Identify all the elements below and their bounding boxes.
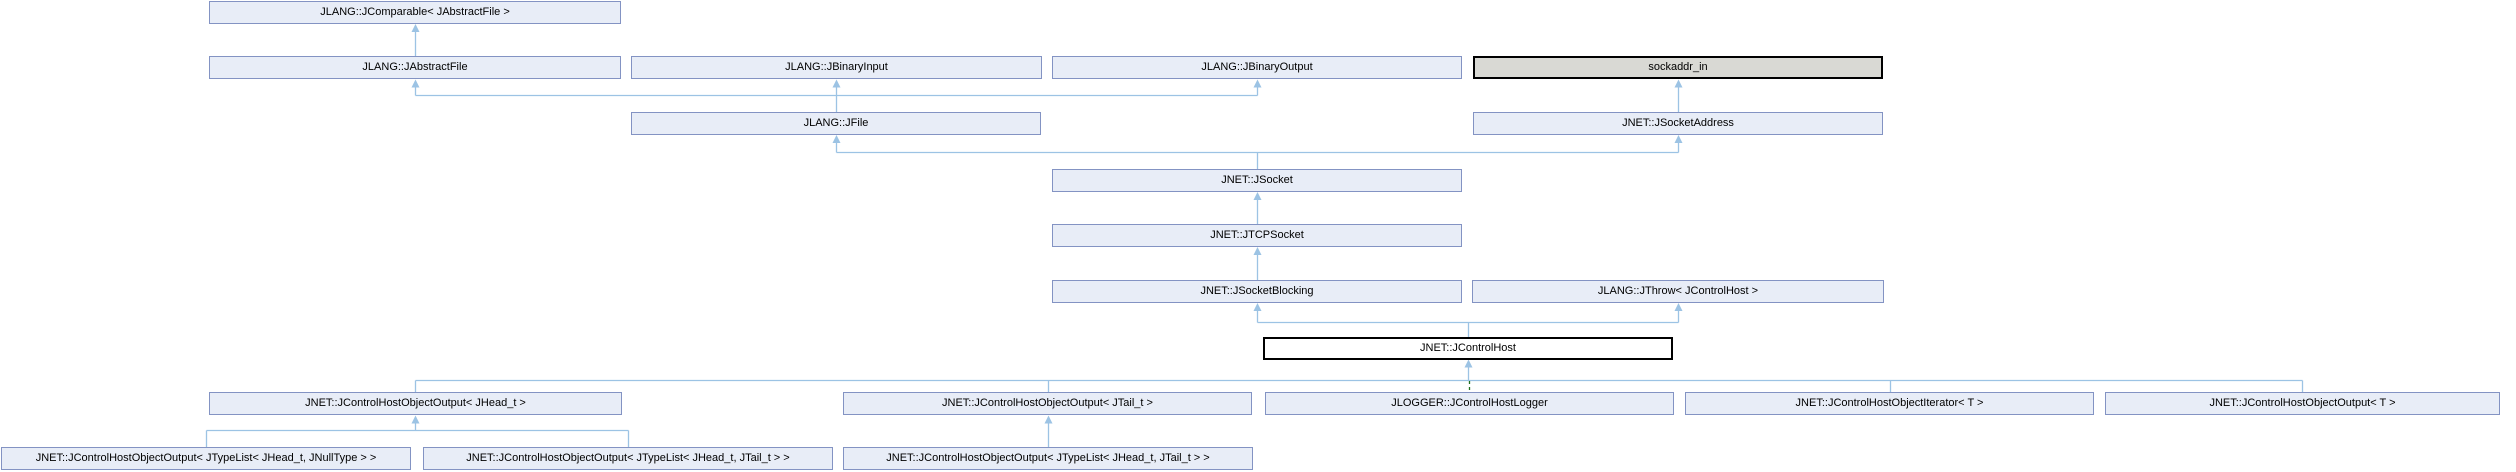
class-node-controlhostlogger[interactable]: JLOGGER::JControlHostLogger [1265,392,1674,415]
class-node-objectoutput-typelist-tail-a[interactable]: JNET::JControlHostObjectOutput< JTypeLis… [423,447,833,470]
class-node-jbinaryinput[interactable]: JLANG::JBinaryInput [631,56,1042,79]
class-node-objectiterator-t[interactable]: JNET::JControlHostObjectIterator< T > [1685,392,2094,415]
class-node-jsocketblocking[interactable]: JNET::JSocketBlocking [1052,280,1462,303]
class-node-jabstractfile[interactable]: JLANG::JAbstractFile [209,56,621,79]
class-node-objectoutput-typelist-tail-b[interactable]: JNET::JControlHostObjectOutput< JTypeLis… [843,447,1253,470]
class-node-label: JNET::JControlHostObjectOutput< JTypeLis… [35,452,377,464]
class-node-label: JLANG::JAbstractFile [362,61,468,73]
class-node-jfile[interactable]: JLANG::JFile [631,112,1041,135]
edge-derived-bus [414,367,2304,392]
edge-jsocket-bases-bus [835,142,1680,169]
arrowheads [411,24,1683,424]
edge-jfile-bases-bus [414,87,1259,112]
class-node-jsocket[interactable]: JNET::JSocket [1052,169,1462,192]
class-node-label: JNET::JControlHostObjectIterator< T > [1795,397,1984,409]
class-node-label: JLANG::JThrow< JControlHost > [1597,285,1759,297]
class-node-sockaddr-in: sockaddr_in [1473,56,1883,79]
edge-jcontrolhost-bases-bus [1256,310,1680,337]
class-node-label: JNET::JSocket [1221,174,1293,186]
class-node-label: sockaddr_in [1648,61,1708,73]
class-node-jbinaryoutput[interactable]: JLANG::JBinaryOutput [1052,56,1462,79]
class-node-label: JNET::JControlHost [1420,342,1516,354]
class-node-objectoutput-typelist-nulltype[interactable]: JNET::JControlHostObjectOutput< JTypeLis… [1,447,411,470]
class-node-jcontrolhost-current: JNET::JControlHost [1263,337,1673,360]
class-node-label: JNET::JTCPSocket [1210,229,1304,241]
class-node-label: JLANG::JComparable< JAbstractFile > [320,6,510,18]
class-node-label: JNET::JControlHostObjectOutput< JTail_t … [942,397,1153,409]
class-node-label: JLANG::JBinaryInput [785,61,888,73]
class-node-objectoutput-t[interactable]: JNET::JControlHostObjectOutput< T > [2105,392,2500,415]
class-node-jcomparable[interactable]: JLANG::JComparable< JAbstractFile > [209,1,621,24]
class-node-jthrow[interactable]: JLANG::JThrow< JControlHost > [1472,280,1884,303]
class-node-label: JNET::JSocketBlocking [1200,285,1314,297]
class-node-jsocketaddress[interactable]: JNET::JSocketAddress [1473,112,1883,135]
class-node-label: JLOGGER::JControlHostLogger [1391,397,1548,409]
class-node-label: JNET::JControlHostObjectOutput< JHead_t … [305,397,526,409]
class-node-jtcpsocket[interactable]: JNET::JTCPSocket [1052,224,1462,247]
class-node-objectoutput-jhead[interactable]: JNET::JControlHostObjectOutput< JHead_t … [209,392,622,415]
edge-jhead-children-bus [205,423,630,447]
class-node-label: JNET::JControlHostObjectOutput< JTypeLis… [466,452,790,464]
class-node-label: JNET::JControlHostObjectOutput< JTypeLis… [886,452,1210,464]
class-node-label: JNET::JSocketAddress [1622,117,1734,129]
class-node-label: JLANG::JBinaryOutput [1201,61,1313,73]
class-node-label: JLANG::JFile [803,117,869,129]
class-node-objectoutput-jtail[interactable]: JNET::JControlHostObjectOutput< JTail_t … [843,392,1252,415]
class-node-label: JNET::JControlHostObjectOutput< T > [2209,397,2396,409]
